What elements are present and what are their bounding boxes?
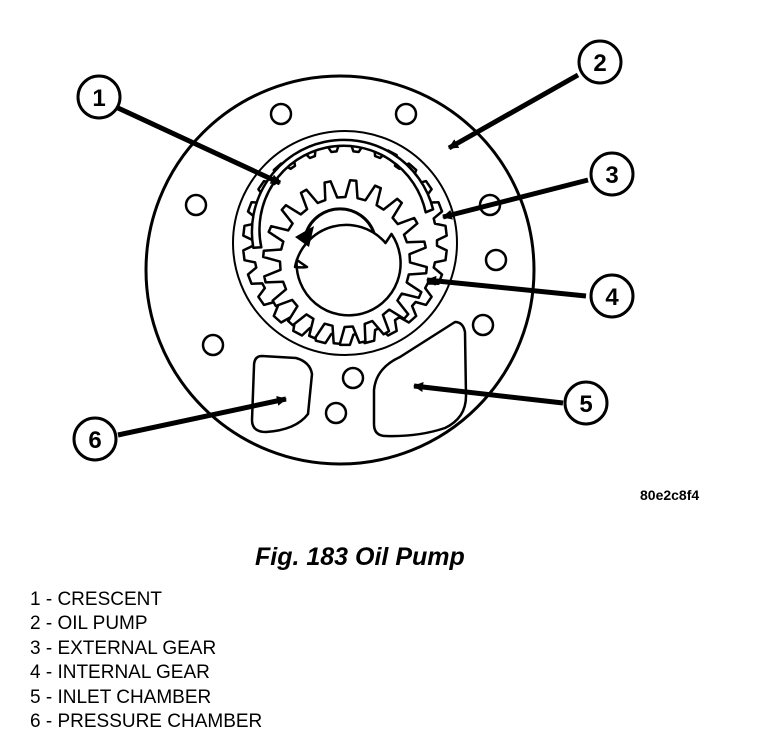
rotation-arrow bbox=[304, 207, 376, 234]
oil-pump-diagram: 1 2 3 4 5 6 bbox=[72, 39, 635, 466]
bolt-hole bbox=[269, 102, 293, 126]
leader-line-2 bbox=[447, 72, 580, 151]
bolt-hole bbox=[484, 248, 508, 272]
leader-line-4 bbox=[426, 275, 587, 299]
leader-line-6 bbox=[117, 395, 287, 438]
callout-circle bbox=[563, 380, 609, 426]
rotation-arrowhead bbox=[295, 226, 314, 247]
callout-4: 4 bbox=[589, 273, 635, 319]
bolt-hole bbox=[201, 333, 225, 357]
leader-lines bbox=[116, 72, 589, 438]
callout-circle bbox=[76, 74, 122, 120]
legend-item: 6 - PRESSURE CHAMBER bbox=[30, 711, 263, 733]
callout-number: 1 bbox=[92, 85, 105, 112]
legend-list: 1 - CRESCENT 2 - OIL PUMP 3 - EXTERNAL G… bbox=[30, 588, 262, 734]
callout-6: 6 bbox=[72, 416, 118, 462]
callout-number: 6 bbox=[88, 427, 101, 454]
figure-caption: Fig. 183 Oil Pump bbox=[255, 543, 465, 571]
bolt-hole bbox=[341, 366, 365, 390]
leader-line-1 bbox=[116, 105, 282, 186]
legend-item: 4 - INTERNAL GEAR bbox=[30, 662, 210, 684]
legend-item: 5 - INLET CHAMBER bbox=[30, 686, 212, 708]
inlet-chamber bbox=[372, 320, 468, 438]
callout-1: 1 bbox=[76, 74, 122, 120]
callout-number: 5 bbox=[579, 391, 592, 418]
bolt-hole bbox=[394, 102, 418, 126]
callout-number: 2 bbox=[593, 50, 606, 77]
callout-3: 3 bbox=[589, 151, 635, 197]
legend-item: 1 - CRESCENT bbox=[30, 589, 162, 610]
callout-number: 4 bbox=[605, 284, 619, 311]
callout-circle bbox=[589, 273, 635, 319]
leader-line-3 bbox=[442, 177, 589, 220]
legend-item: 3 - EXTERNAL GEAR bbox=[30, 637, 217, 659]
center-bore bbox=[293, 223, 402, 317]
callout-circle bbox=[589, 151, 635, 197]
figure-id-code: 80e2c8f4 bbox=[640, 487, 700, 503]
leader-line-5 bbox=[413, 382, 564, 406]
bolt-hole bbox=[471, 313, 495, 337]
callout-circle bbox=[72, 416, 118, 462]
callout-number: 3 bbox=[605, 162, 618, 189]
callout-2: 2 bbox=[577, 39, 623, 85]
bolt-hole bbox=[184, 193, 208, 217]
crescent bbox=[250, 138, 435, 250]
callout-circle bbox=[577, 39, 623, 85]
callout-5: 5 bbox=[563, 380, 609, 426]
pressure-chamber bbox=[250, 354, 314, 434]
bolt-hole bbox=[324, 401, 348, 425]
legend-item: 2 - OIL PUMP bbox=[30, 613, 148, 635]
